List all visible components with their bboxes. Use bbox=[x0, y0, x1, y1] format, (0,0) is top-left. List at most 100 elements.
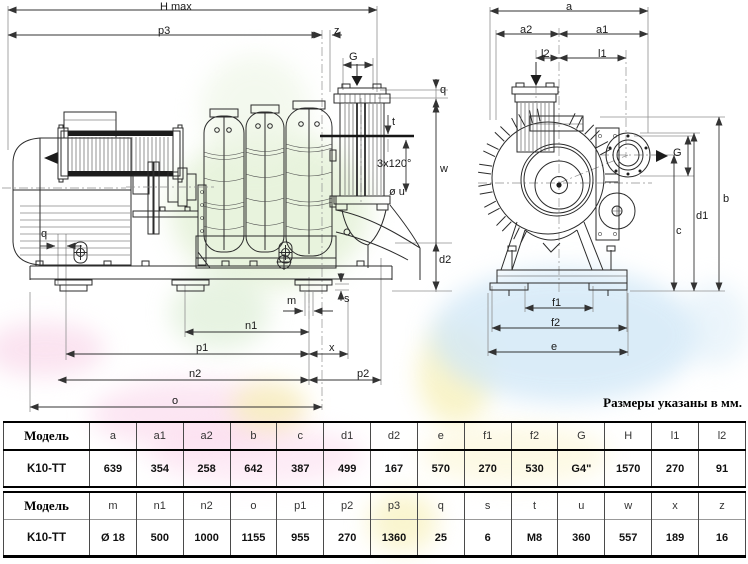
dim-column-header: l1 bbox=[651, 422, 699, 450]
value-cell: 258 bbox=[182, 450, 231, 487]
dim-label-o: o bbox=[172, 395, 179, 407]
value-cell: G4" bbox=[557, 450, 606, 487]
dim-column-header: G bbox=[557, 422, 606, 450]
value-cell: 557 bbox=[604, 519, 653, 557]
dim-label-u: ø u bbox=[389, 186, 405, 198]
dim-label-f1: f1 bbox=[552, 297, 562, 309]
dim-column-header: x bbox=[651, 492, 699, 520]
dim-column-header: w bbox=[604, 492, 653, 520]
dim-column-header: d2 bbox=[370, 422, 418, 450]
dim-label-n1: n1 bbox=[245, 320, 258, 332]
dim-column-header: H bbox=[604, 422, 653, 450]
value-cell: 642 bbox=[229, 450, 278, 487]
value-cell: 167 bbox=[370, 450, 418, 487]
dim-label-c: c bbox=[676, 225, 682, 237]
side-view-linework bbox=[2, 6, 452, 412]
value-cell: 354 bbox=[135, 450, 184, 487]
dim-column-header: a bbox=[89, 422, 137, 450]
dim-column-header: p3 bbox=[370, 492, 418, 520]
dim-label-w: w bbox=[440, 163, 448, 175]
dim-column-header: a2 bbox=[182, 422, 231, 450]
watermark-blob bbox=[0, 322, 105, 377]
engineering-drawing bbox=[2, 6, 725, 412]
dim-column-header: a1 bbox=[135, 422, 184, 450]
value-cell: 387 bbox=[276, 450, 325, 487]
dim-label-d1: d1 bbox=[696, 210, 709, 222]
dim-label-l1: l1 bbox=[598, 48, 607, 60]
dim-column-header: q bbox=[416, 492, 465, 520]
value-cell: 1000 bbox=[182, 519, 231, 557]
dim-label-p2: p2 bbox=[357, 368, 370, 380]
dim-column-header: m bbox=[89, 492, 137, 520]
dim-label-h-max: H max bbox=[160, 1, 192, 13]
value-cell: 530 bbox=[510, 450, 559, 487]
dim-column-header: e bbox=[416, 422, 465, 450]
dim-label-g-front: G bbox=[673, 147, 682, 159]
value-cell: 955 bbox=[276, 519, 325, 557]
dim-label-x: x bbox=[329, 342, 335, 354]
value-cell: 639 bbox=[89, 450, 137, 487]
dim-column-header: c bbox=[276, 422, 325, 450]
value-cell: 1570 bbox=[604, 450, 653, 487]
dim-label-l2: l2 bbox=[541, 48, 550, 60]
units-note: Размеры указаны в мм. bbox=[603, 395, 742, 410]
watermark-blob bbox=[200, 55, 310, 165]
watermark-blob bbox=[170, 275, 270, 350]
value-cell: Ø 18 bbox=[89, 519, 137, 557]
value-cell: 6 bbox=[463, 519, 512, 557]
model-cell: K10-TT bbox=[3, 519, 90, 557]
dim-label-n2: n2 bbox=[189, 368, 202, 380]
value-cell: 270 bbox=[323, 519, 372, 557]
value-cell: 189 bbox=[651, 519, 699, 557]
dim-column-header: n1 bbox=[135, 492, 184, 520]
value-cell: M8 bbox=[510, 519, 559, 557]
dim-label-a1: a1 bbox=[596, 24, 609, 36]
value-cell: 570 bbox=[416, 450, 465, 487]
dim-label-f2: f2 bbox=[551, 317, 561, 329]
value-cell: 270 bbox=[651, 450, 699, 487]
value-cell: 500 bbox=[135, 519, 184, 557]
front-view-linework bbox=[477, 7, 725, 356]
dim-label-g-side: G bbox=[349, 51, 358, 63]
dim-label-b: b bbox=[723, 193, 730, 205]
value-cell: 499 bbox=[323, 450, 372, 487]
dim-label-m: m bbox=[287, 295, 297, 307]
dim-label-q-top: q bbox=[440, 84, 447, 96]
model-column-header: Модель bbox=[3, 422, 90, 450]
dim-column-header: f1 bbox=[463, 422, 512, 450]
dim-column-header: l2 bbox=[697, 422, 747, 450]
value-cell: 16 bbox=[697, 519, 747, 557]
model-column-header: Модель bbox=[3, 492, 90, 520]
dim-label-q-base: q bbox=[41, 228, 48, 240]
dim-column-header: d1 bbox=[323, 422, 372, 450]
value-cell: 270 bbox=[463, 450, 512, 487]
dim-column-header: o bbox=[229, 492, 278, 520]
dim-column-header: p1 bbox=[276, 492, 325, 520]
dim-label-z: z bbox=[334, 25, 340, 37]
dim-label-a2: a2 bbox=[520, 24, 533, 36]
dim-label-bolt-circle: 3x120° bbox=[377, 158, 412, 170]
dim-column-header: t bbox=[510, 492, 559, 520]
watermark-blob bbox=[430, 268, 700, 403]
dim-column-header: u bbox=[557, 492, 606, 520]
dim-column-header: z bbox=[697, 492, 747, 520]
dim-column-header: p2 bbox=[323, 492, 372, 520]
dim-column-header: s bbox=[463, 492, 512, 520]
value-cell: 91 bbox=[697, 450, 747, 487]
dim-label-t: t bbox=[392, 116, 396, 128]
dim-label-e: e bbox=[551, 341, 558, 353]
value-cell: 1155 bbox=[229, 519, 278, 557]
watermark-blob bbox=[680, 282, 748, 367]
value-cell: 25 bbox=[416, 519, 465, 557]
dim-column-header: f2 bbox=[510, 422, 559, 450]
dim-label-d2: d2 bbox=[439, 254, 452, 266]
dim-label-p3: p3 bbox=[158, 25, 171, 37]
dim-label-a: a bbox=[566, 1, 573, 13]
value-cell: 1360 bbox=[370, 519, 418, 557]
